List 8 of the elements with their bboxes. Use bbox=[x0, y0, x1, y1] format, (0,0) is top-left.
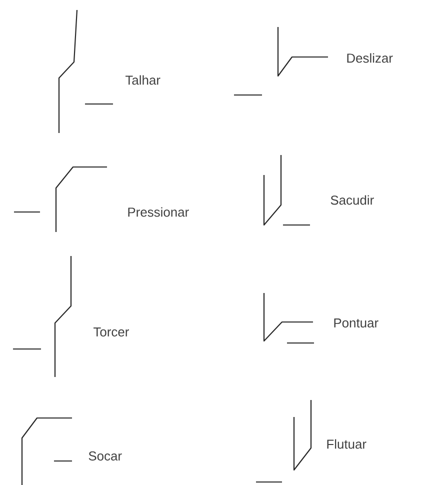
symbol-label: Deslizar bbox=[347, 53, 393, 63]
symbol-label: Torcer bbox=[94, 327, 129, 336]
symbol-label: Pressionar bbox=[128, 207, 189, 217]
symbol-label: Flutuar bbox=[327, 439, 366, 449]
symbol-label: Talhar bbox=[126, 75, 160, 85]
symbol-label: Pontuar bbox=[334, 318, 378, 328]
symbol-label: Sacudir bbox=[330, 195, 374, 205]
symbol-label: Socar bbox=[88, 451, 122, 461]
